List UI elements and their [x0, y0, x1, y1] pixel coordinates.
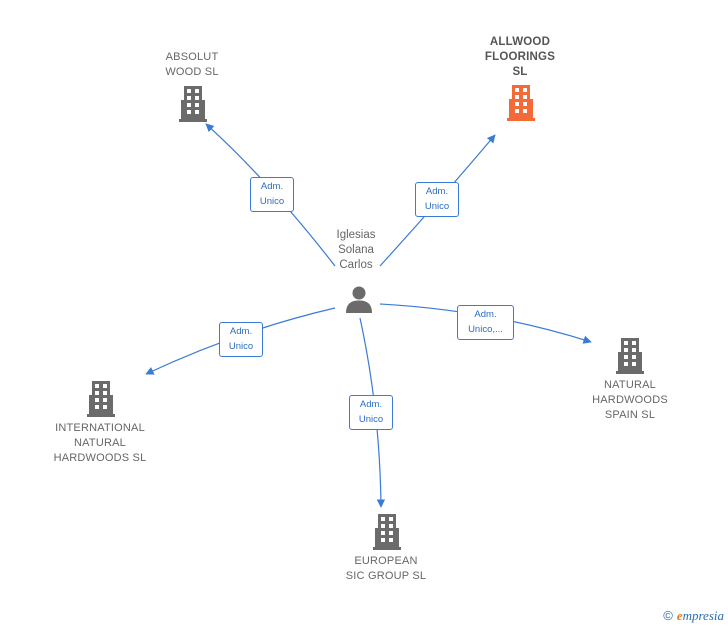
company-name-absolut[interactable]: ABSOLUT WOOD SL — [165, 51, 219, 78]
company-name-natural[interactable]: NATURAL HARDWOODS SPAIN SL — [592, 379, 668, 421]
relation-label-absolut[interactable]: Adm. Unico — [250, 177, 294, 212]
building-icon[interactable] — [86, 381, 116, 417]
relation-label-allwood[interactable]: Adm. Unico — [415, 182, 459, 217]
person-icon[interactable] — [344, 284, 374, 314]
company-name-international[interactable]: INTERNATIONAL NATURAL HARDWOODS SL — [53, 422, 147, 464]
company-name-european[interactable]: EUROPEAN SIC GROUP SL — [345, 555, 427, 582]
brand-initial: e — [676, 608, 683, 623]
building-icon[interactable] — [372, 514, 402, 550]
relation-label-european[interactable]: Adm. Unico — [349, 395, 393, 430]
brand-footer: ©empresia — [663, 608, 724, 624]
building-icon[interactable] — [178, 86, 208, 122]
copyright-icon: © — [663, 608, 673, 623]
relation-label-international[interactable]: Adm. Unico — [219, 322, 263, 357]
building-icon-focus[interactable] — [506, 85, 536, 121]
brand-name: mpresia — [682, 608, 724, 623]
person-name[interactable]: Iglesias Solana Carlos — [336, 229, 376, 271]
company-name-allwood[interactable]: ALLWOOD FLOORINGS SL — [484, 36, 556, 78]
relation-label-natural[interactable]: Adm. Unico,... — [457, 305, 514, 340]
building-icon[interactable] — [615, 338, 645, 374]
